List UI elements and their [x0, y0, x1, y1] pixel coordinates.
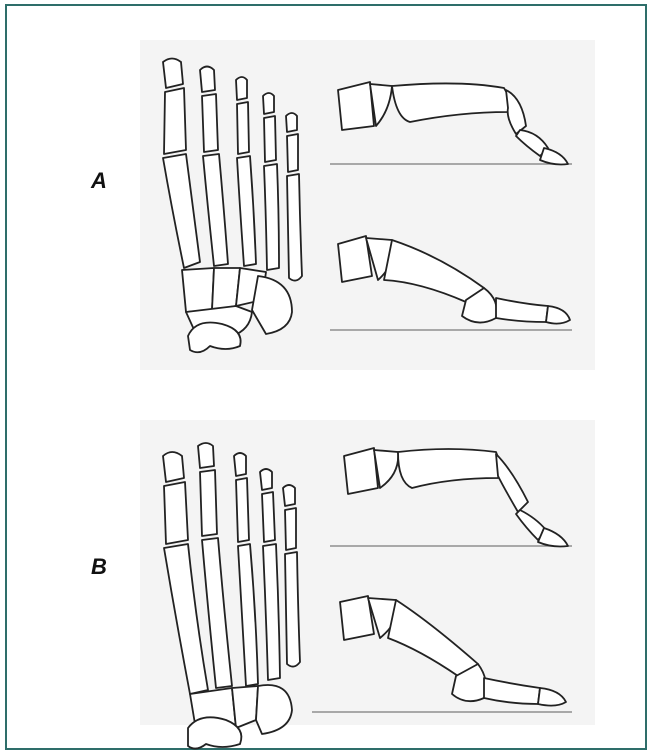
foot-illustrations — [0, 0, 654, 755]
